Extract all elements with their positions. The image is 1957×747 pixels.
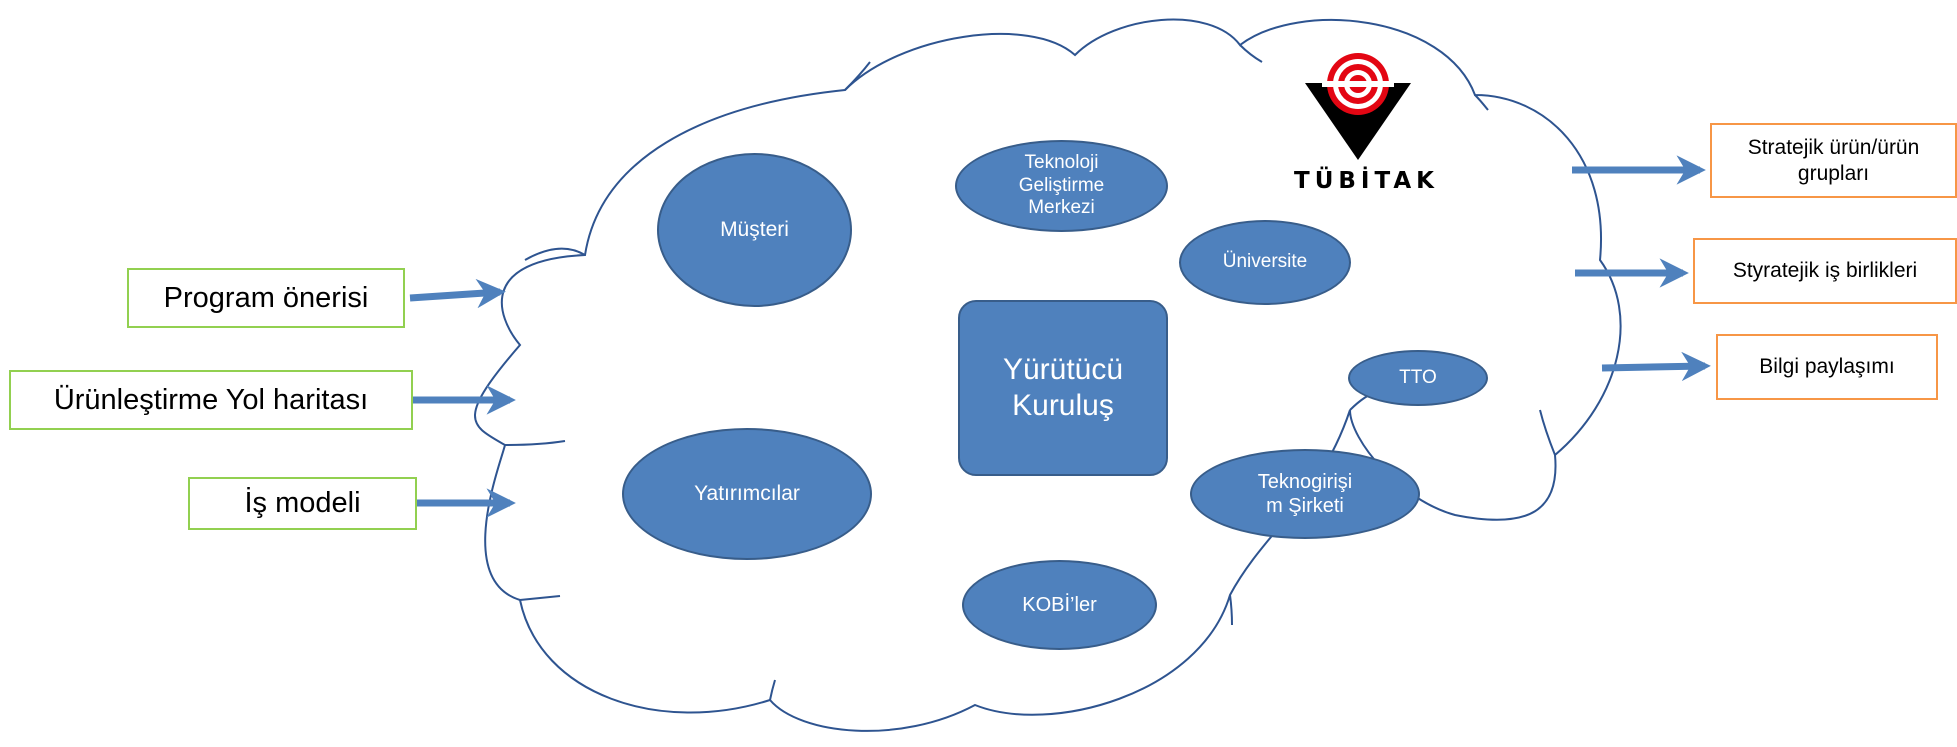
node-tto: TTO xyxy=(1348,350,1488,406)
output-strategic-products: Stratejik ürün/ürün grupları xyxy=(1710,123,1957,198)
node-tech-startup: Teknogirişi m Şirketi xyxy=(1190,449,1420,539)
input-business-model: İş modeli xyxy=(188,477,417,530)
arrow-knowledge-sharing xyxy=(1601,351,1711,382)
output-knowledge-sharing: Bilgi paylaşımı xyxy=(1716,334,1938,400)
node-executor: Yürütücü Kuruluş xyxy=(958,300,1168,476)
output-strategic-partnerships: Styratejik iş birlikleri xyxy=(1693,238,1957,304)
node-university: Üniversite xyxy=(1179,220,1351,305)
node-tech-center: Teknoloji Geliştirme Merkezi xyxy=(955,140,1168,232)
input-roadmap: Ürünleştirme Yol haritası xyxy=(9,370,413,430)
arrow-program xyxy=(409,278,506,309)
node-investors: Yatırımcılar xyxy=(622,428,872,560)
input-program: Program önerisi xyxy=(127,268,405,328)
node-customer: Müşteri xyxy=(657,153,852,307)
tubitak-logo-text: TÜBİTAK xyxy=(1294,168,1439,194)
tubitak-logo xyxy=(1305,53,1411,160)
node-sme: KOBİ’ler xyxy=(962,560,1157,650)
